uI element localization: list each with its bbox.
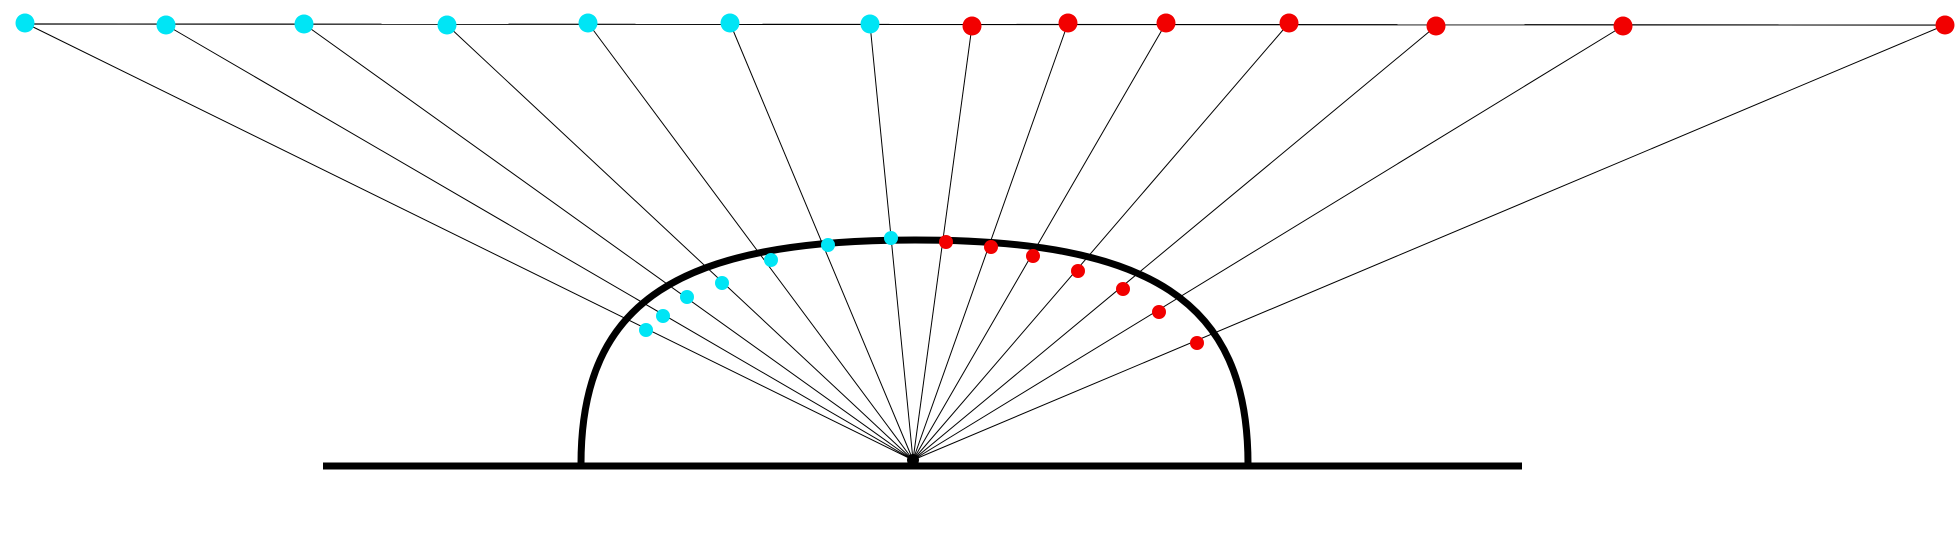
right-top-point	[1613, 16, 1633, 36]
left-ray	[303, 23, 914, 461]
left-top-point	[15, 13, 35, 33]
right-top-point	[962, 16, 982, 36]
right-top-point	[1156, 13, 1176, 33]
right-ray	[912, 25, 1437, 461]
right-arc-point	[1190, 336, 1204, 350]
right-arc-point	[1152, 305, 1166, 319]
left-top-point	[294, 14, 314, 34]
origin-point	[907, 454, 919, 466]
right-ray	[912, 25, 1624, 461]
left-ray	[24, 22, 914, 461]
right-arc-point	[1026, 249, 1040, 263]
left-top-point	[437, 15, 457, 35]
left-ray	[165, 24, 914, 461]
right-arc-point	[1071, 264, 1085, 278]
left-arc-point	[764, 253, 778, 267]
right-arc-point	[1116, 282, 1130, 296]
right-arc-point	[939, 235, 953, 249]
left-arc-point	[715, 276, 729, 290]
left-arc-point	[639, 323, 653, 337]
right-top-point	[1058, 13, 1078, 33]
left-arc-point	[656, 309, 670, 323]
left-arc-point	[884, 231, 898, 245]
left-top-point	[578, 13, 598, 33]
right-top-point	[1279, 13, 1299, 33]
left-top-point	[720, 13, 740, 33]
right-top-point	[1935, 15, 1955, 35]
left-arc-point	[821, 238, 835, 252]
right-ray	[912, 22, 1167, 461]
semicircle-arc	[577, 236, 1252, 465]
left-ray	[587, 22, 914, 461]
right-arc-point	[984, 240, 998, 254]
right-ray	[912, 22, 1290, 461]
right-top-point	[1426, 16, 1446, 36]
left-arc-point	[680, 290, 694, 304]
point-markers	[15, 13, 1955, 350]
left-top-point	[860, 14, 880, 34]
left-top-point	[156, 15, 176, 35]
right-ray	[912, 24, 1946, 461]
left-ray	[446, 24, 914, 461]
